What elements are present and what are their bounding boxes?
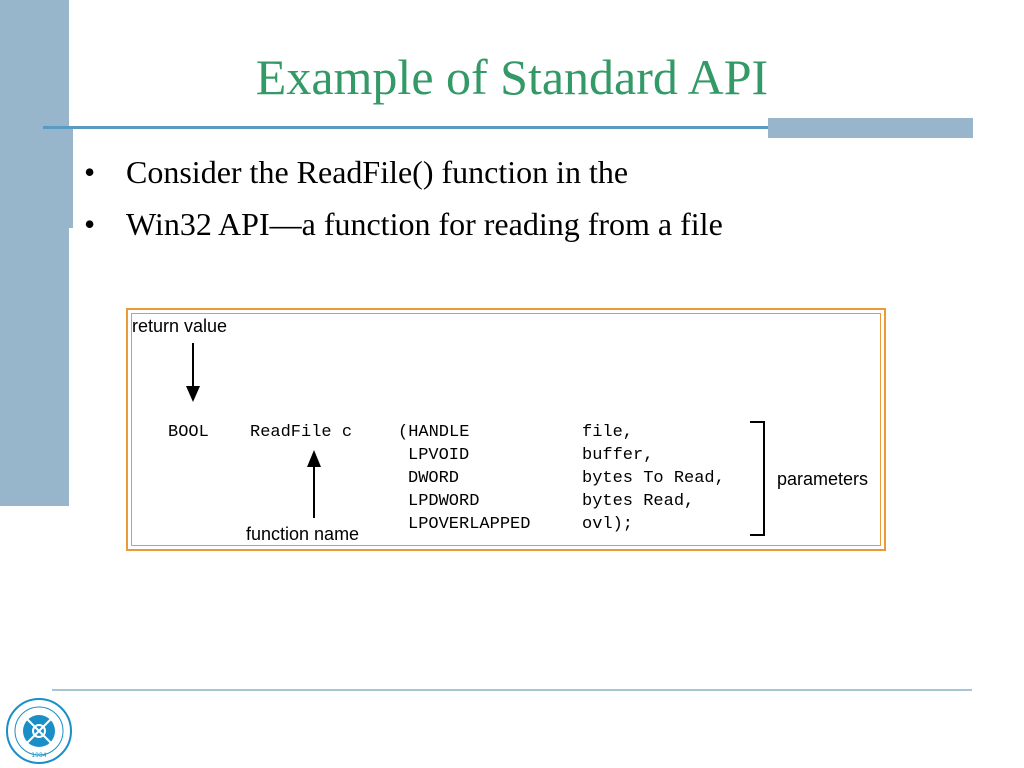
return-value-label: return value <box>132 316 228 336</box>
function-name-label: function name <box>246 524 360 544</box>
bullet-item: • Win32 API—a function for reading from a… <box>84 198 723 250</box>
figure-arrows <box>186 343 765 536</box>
api-figure: return value BOOL ReadFile c (HANDLE fil… <box>126 308 886 551</box>
bullet-item: • Consider the ReadFile() function in the <box>84 146 723 198</box>
param-name: bytes To Read, <box>582 469 725 488</box>
bullet-dot: • <box>84 206 96 242</box>
param-name: buffer, <box>582 446 654 465</box>
param-type: LPOVERLAPPED <box>408 515 531 534</box>
bullet-list: • Consider the ReadFile() function in the… <box>84 146 723 250</box>
parameters-bracket <box>750 421 765 536</box>
param-name: ovl); <box>582 515 634 534</box>
title-divider <box>43 126 973 129</box>
param-type: LPVOID <box>408 446 470 465</box>
api-figure-inner-border <box>131 313 881 546</box>
bullet-text: Consider the ReadFile() function in the <box>126 154 629 190</box>
code-function-name: ReadFile c <box>250 423 353 442</box>
code-return-type: BOOL <box>168 423 209 442</box>
university-logo: 1984 <box>6 698 72 764</box>
slide-title: Example of Standard API <box>255 49 769 105</box>
bullet-text: Win32 API—a function for reading from a … <box>126 206 723 242</box>
parameters-label: parameters <box>777 469 869 489</box>
left-accent-bar-edge <box>69 128 73 228</box>
return-arrow-head <box>186 386 200 402</box>
param-type: (HANDLE <box>398 423 470 442</box>
param-name: file, <box>582 423 634 442</box>
footer-divider <box>52 689 972 691</box>
bullet-dot: • <box>84 154 96 190</box>
function-arrow-head <box>307 450 321 467</box>
param-type: LPDWORD <box>408 492 480 511</box>
logo-year: 1984 <box>31 752 46 759</box>
param-name: bytes Read, <box>582 492 695 511</box>
param-type: DWORD <box>408 469 460 488</box>
left-accent-bar <box>0 0 69 506</box>
title-divider-accent <box>768 118 973 138</box>
